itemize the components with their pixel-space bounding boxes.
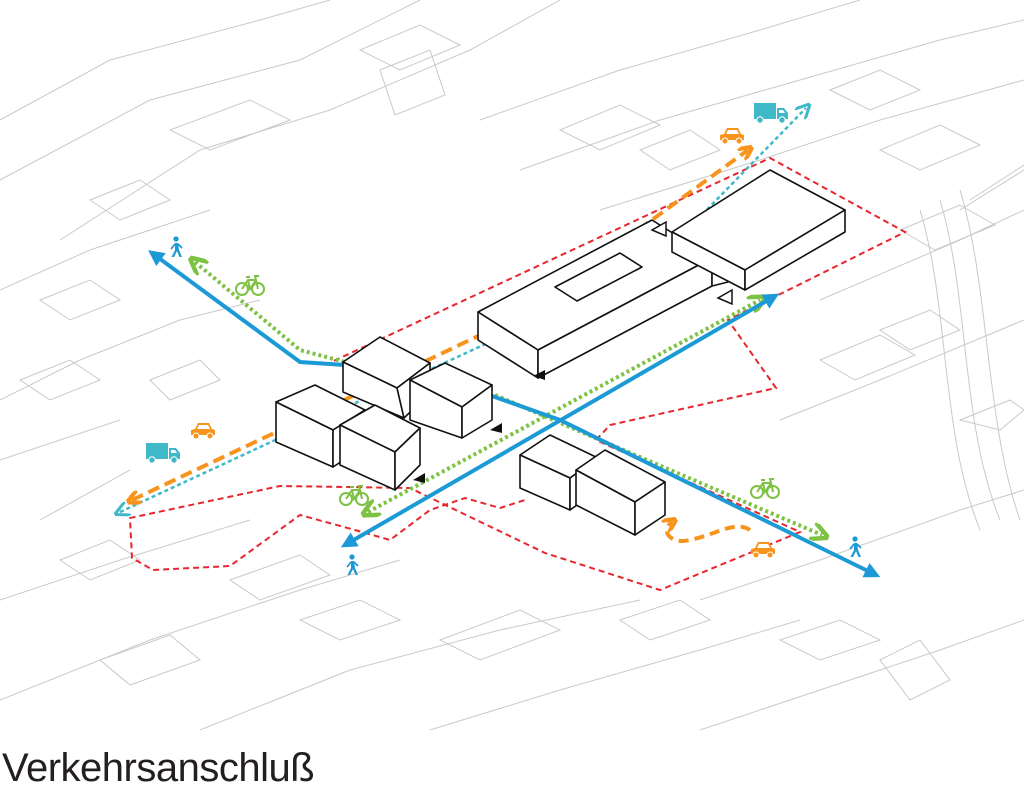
diagram-caption: Verkehrsanschluß	[2, 746, 315, 790]
entrance-markers	[413, 220, 733, 483]
cycling-route-west	[195, 262, 346, 364]
car-access-route	[667, 522, 752, 543]
pedestrian-icon	[170, 235, 183, 258]
pedestrian-icon	[849, 535, 862, 558]
truck-route	[120, 108, 806, 512]
entrance-marker	[490, 423, 502, 433]
building-block-6	[575, 449, 666, 536]
truck-icon	[145, 442, 181, 464]
car-icon	[719, 127, 745, 145]
context-map	[0, 0, 1024, 730]
bicycle-icon	[235, 275, 265, 296]
truck-icon	[753, 102, 789, 124]
entrance-marker	[650, 220, 667, 238]
traffic-access-diagram	[0, 0, 1024, 730]
car-icon	[190, 422, 216, 440]
building-east-hall	[671, 169, 846, 291]
pedestrian-route-west	[148, 250, 346, 367]
building-block-2	[409, 362, 493, 439]
car-route	[132, 150, 748, 500]
pedestrian-icon	[346, 553, 359, 576]
entrance-marker	[413, 473, 425, 483]
building-block-4	[339, 404, 421, 491]
entrance-marker	[533, 370, 545, 380]
pedestrian-route-east	[491, 394, 881, 578]
bicycle-icon	[339, 485, 369, 506]
entrance-marker	[716, 288, 733, 306]
bicycle-icon	[750, 478, 780, 499]
